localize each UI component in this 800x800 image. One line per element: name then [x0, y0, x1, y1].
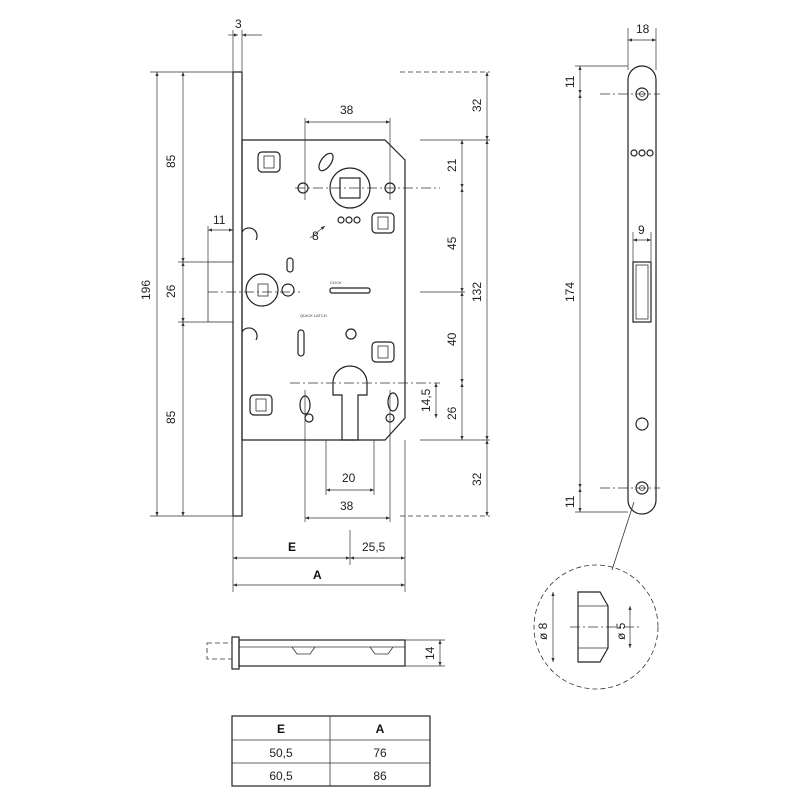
faceplate-front — [627, 65, 657, 515]
catch-right-lower — [371, 341, 395, 363]
top-catch-left — [257, 151, 281, 173]
table-cell: 50,5 — [269, 746, 293, 760]
click-slot — [329, 287, 371, 294]
dim-label-40: 40 — [445, 332, 459, 346]
catch-right-upper-inner — [377, 216, 389, 230]
faceplate-small-hole — [646, 149, 654, 157]
dim-label-20: 20 — [342, 471, 356, 485]
dim-label-174: 174 — [563, 282, 577, 302]
dim-label-45: 45 — [445, 236, 459, 250]
cyl-hole-left — [304, 413, 314, 423]
table-cell: 86 — [373, 769, 387, 783]
table-cell: 76 — [373, 746, 387, 760]
detail-circle — [533, 564, 659, 690]
dim-label-14-5: 14,5 — [419, 388, 433, 412]
dim-label-11-top: 11 — [563, 75, 577, 88]
dim-label-26: 26 — [164, 284, 178, 298]
dim-label-A: A — [313, 568, 322, 582]
table-header-E: E — [277, 722, 285, 736]
top-catch-left-inner — [263, 155, 275, 169]
slot-mid — [286, 257, 294, 273]
screw-head — [281, 283, 295, 297]
dim-label-8: 8 — [312, 229, 319, 243]
dim-label-9: 9 — [638, 223, 645, 237]
euro-cylinder-cutout — [332, 365, 368, 441]
dim-label-18: 18 — [636, 22, 650, 36]
dim-label-14: 14 — [423, 646, 437, 660]
dim-label-11-bottom: 11 — [563, 495, 577, 508]
faceplate-small-hole — [638, 149, 646, 157]
top-view: 14 — [206, 636, 445, 670]
dim-label-d5: ø 5 — [614, 622, 628, 640]
faceplate — [232, 71, 243, 517]
dim-label-d8: ø 8 — [536, 622, 550, 640]
table-cell: 60,5 — [269, 769, 293, 783]
peg-lower — [241, 327, 258, 341]
dim-8-leader — [309, 225, 326, 239]
catch-left-lower — [249, 394, 273, 416]
dim-label-25-5: 25,5 — [362, 540, 386, 554]
dim-label-11: 11 — [213, 213, 226, 227]
catch-left-lower-inner — [255, 398, 267, 412]
follower-round — [245, 273, 279, 307]
top-slot — [318, 152, 334, 172]
dim-label-32-top: 32 — [470, 98, 484, 112]
dim-label-132: 132 — [470, 282, 484, 302]
slot-vertical — [297, 329, 305, 357]
dim-label-3: 3 — [235, 17, 242, 31]
small-hole — [337, 216, 345, 224]
dim-label-85-top: 85 — [164, 154, 178, 168]
small-hole — [345, 216, 353, 224]
follower-inner — [257, 283, 269, 297]
top-view-body — [238, 639, 406, 667]
top-view-notch — [291, 646, 316, 655]
top-view-latch — [206, 642, 233, 660]
faceplate-side-view: 18 11 174 11 9 — [563, 22, 660, 571]
dim-label-32-bottom: 32 — [470, 472, 484, 486]
lock-body — [241, 139, 406, 441]
catch-right-lower-inner — [377, 345, 389, 359]
dim-label-26-right: 26 — [445, 406, 459, 420]
top-view-faceplate — [231, 636, 240, 670]
catch-right-upper — [371, 212, 395, 234]
latch-window-inner — [635, 264, 649, 320]
detail-leader — [611, 501, 635, 571]
dim-label-21: 21 — [445, 158, 459, 172]
screw-hole-detail: ø 8 ø 5 — [533, 564, 659, 690]
click-label: CLICK — [330, 280, 342, 285]
dim-label-85-bottom: 85 — [164, 410, 178, 424]
dim-label-38-top: 38 — [340, 103, 354, 117]
dim-label-38-bottom: 38 — [340, 499, 354, 513]
faceplate-small-hole — [630, 149, 638, 157]
quick-latch-label: QUICK LATCH — [300, 313, 327, 318]
latch-window — [632, 261, 652, 323]
cyl-slot-right — [387, 392, 399, 412]
backset-table: E A 50,5 76 60,5 86 — [231, 715, 431, 787]
dim-label-E: E — [288, 540, 296, 554]
peg-upper — [241, 227, 258, 241]
small-hole — [353, 216, 361, 224]
table-header-A: A — [376, 722, 385, 736]
front-view: QUICK LATCH CLICK — [139, 17, 490, 592]
table-border — [231, 715, 431, 787]
dim-label-196: 196 — [139, 280, 153, 300]
mid-screw-hole — [635, 417, 649, 431]
top-view-notch — [369, 646, 394, 655]
hole-mid — [345, 328, 357, 340]
